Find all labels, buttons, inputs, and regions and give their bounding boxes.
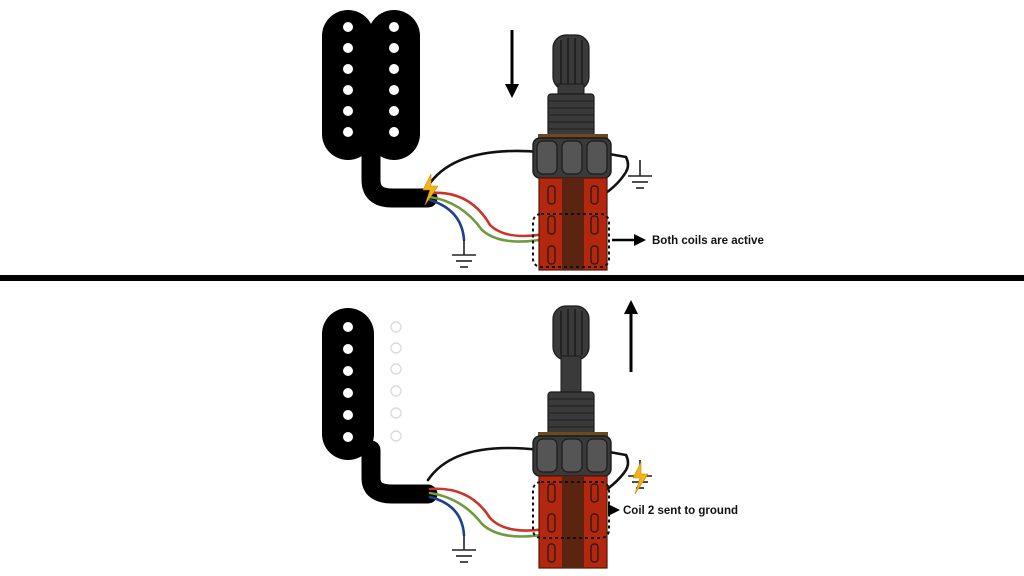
inactive-coil-pole-pieces [390,321,402,442]
lightning-bolt-icon [422,173,439,206]
pickup-cable [361,140,438,208]
pickup-pole-pieces [343,22,399,137]
humbucker-pickup-icon [322,10,438,208]
pot-shaft [552,305,590,361]
wire-black [426,446,542,482]
ground-symbol-icon [452,240,476,268]
arrow-down-icon [505,30,519,98]
pot-extended-stem [560,355,582,397]
bottom-panel: Coil 2 sent to ground [322,300,738,569]
push-pull-pot-icon [532,34,612,271]
top-callout: Both coils are active [612,234,764,247]
wire-ground-lug [596,150,630,197]
wire-black [426,149,542,188]
pot-shaft [552,34,590,91]
callout-coil-2-grounded: Coil 2 sent to ground [623,505,738,517]
wire-ground-lug [596,448,630,494]
ground-symbol-icon [628,160,652,189]
bottom-callout: Coil 2 sent to ground [608,504,738,517]
arrow-up-icon [624,300,638,372]
arrow-right-icon [608,504,620,516]
ground-symbol-icon [452,535,476,563]
wire-blue [428,495,466,537]
pickup-coil-1 [322,308,374,460]
pickup-cable [361,440,438,504]
panel-divider [0,275,1024,281]
wire-blue [428,198,466,242]
active-lugs-highlight [532,213,610,268]
push-pull-pot-icon [532,305,612,569]
callout-both-coils-active: Both coils are active [652,235,764,247]
arrow-right-icon [634,234,646,246]
top-panel: Both coils are active [322,10,764,271]
humbucker-pickup-icon [322,308,438,504]
lightning-bolt-icon [632,461,649,495]
